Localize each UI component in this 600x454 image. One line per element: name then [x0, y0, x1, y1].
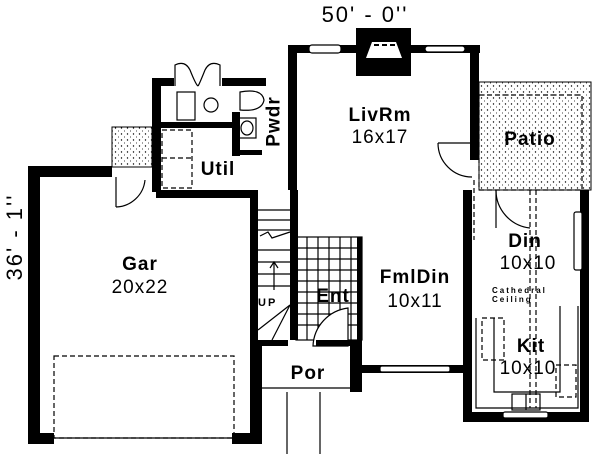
fireplace	[356, 28, 411, 76]
toilet-fixture	[237, 90, 265, 139]
garage-size: 20x22	[111, 277, 169, 298]
porch-walls	[250, 340, 463, 454]
utility-walls	[152, 78, 266, 192]
entry-label: Ent	[316, 286, 350, 307]
living-room-size: 16x17	[351, 127, 409, 148]
garage-door-swing	[115, 177, 146, 208]
powder-room-label: Pwdr	[263, 96, 285, 147]
family-dining-label: FmlDin	[379, 267, 451, 288]
patio-label: Patio	[504, 129, 556, 150]
overall-width-dimension: 50' - 0''	[321, 2, 409, 27]
kitchen-label: Kit	[516, 336, 546, 357]
garage-walls	[28, 166, 262, 444]
dining-door-swing	[495, 189, 537, 408]
living-dash-openings	[291, 150, 475, 240]
dining-kitchen-walls	[463, 190, 589, 422]
entry-tile	[295, 236, 363, 372]
staircase	[257, 190, 298, 341]
living-room-walls	[288, 44, 480, 190]
porch-label: Por	[290, 363, 326, 384]
kitchen-size: 10x10	[499, 358, 557, 379]
entry-door-swing	[312, 307, 349, 347]
cathedral-ceiling-note-line1: Cathedral	[492, 286, 547, 295]
dining-label: Din	[508, 231, 542, 252]
garage-stoop	[111, 126, 153, 168]
garage-label: Gar	[122, 254, 158, 275]
utility-label: Util	[200, 159, 236, 180]
living-room-label: LivRm	[348, 105, 412, 126]
living-door-swing	[437, 142, 474, 178]
overall-depth-dimension: 36' - 1''	[2, 193, 27, 281]
kitchen-counters	[475, 306, 579, 411]
stairs-up-label: UP	[258, 297, 278, 309]
cathedral-ceiling-note-line2: Ceiling	[492, 295, 533, 304]
dining-size: 10x10	[499, 253, 557, 274]
laundry-fixtures	[161, 62, 221, 189]
family-dining-size: 10x11	[387, 291, 443, 312]
